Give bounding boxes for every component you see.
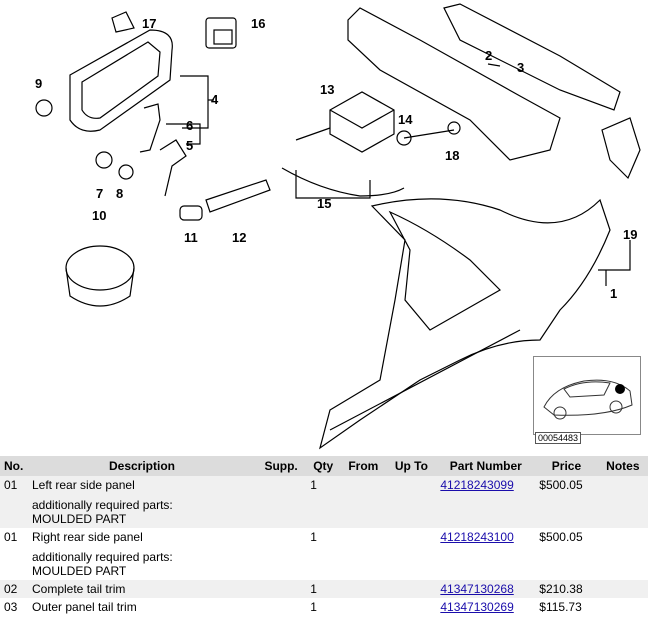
callout-10: 10 <box>92 208 107 223</box>
row-price: $210.38 <box>535 580 598 598</box>
row-supp <box>256 598 307 616</box>
row-qty: 1 <box>306 476 341 528</box>
callout-1: 1 <box>610 286 618 301</box>
row-from <box>340 580 387 598</box>
row-price: $500.05 <box>535 528 598 580</box>
row-price: $500.05 <box>535 476 598 528</box>
row-no: 03 <box>0 598 28 616</box>
row-part-number: 41218243099 <box>436 476 536 528</box>
header-qty: Qty <box>306 456 341 476</box>
row-supp <box>256 580 307 598</box>
row-price: $115.73 <box>535 598 598 616</box>
parts-diagram: 17 16 9 4 2 3 13 14 6 5 18 7 8 10 15 11 … <box>35 3 641 450</box>
table-row: 02 Complete tail trim 1 41347130268 $210… <box>0 580 648 598</box>
row-from <box>340 528 387 580</box>
callout-2: 2 <box>485 48 493 63</box>
callout-9: 9 <box>35 76 43 91</box>
part-number-link[interactable]: 41347130268 <box>440 582 514 596</box>
part-number-link[interactable]: 41347130269 <box>440 600 514 614</box>
callout-5: 5 <box>186 138 194 153</box>
row-qty: 1 <box>306 598 341 616</box>
callout-11: 11 <box>184 230 198 245</box>
row-no: 01 <box>0 528 28 580</box>
row-notes <box>597 598 648 616</box>
part-number-link[interactable]: 41218243100 <box>440 530 514 544</box>
header-price: Price <box>535 456 598 476</box>
row-up-to <box>386 598 437 616</box>
exploded-view-drawing <box>35 3 641 450</box>
row-qty: 1 <box>306 580 341 598</box>
callout-4: 4 <box>211 92 219 107</box>
description-text: Right rear side panel <box>32 530 143 544</box>
callout-8: 8 <box>116 186 124 201</box>
row-no: 01 <box>0 476 28 528</box>
row-from <box>340 598 387 616</box>
header-from: From <box>340 456 387 476</box>
row-notes <box>597 580 648 598</box>
callout-12: 12 <box>232 230 247 245</box>
row-supp <box>256 528 307 580</box>
header-supp: Supp. <box>256 456 307 476</box>
table-header-row: No. Description Supp. Qty From Up To Par… <box>0 456 648 476</box>
row-part-number: 41218243100 <box>436 528 536 580</box>
row-description: Complete tail trim <box>28 580 256 598</box>
row-description: Outer panel tail trim <box>28 598 256 616</box>
row-part-number: 41347130269 <box>436 598 536 616</box>
part-number-link[interactable]: 41218243099 <box>440 478 514 492</box>
header-no: No. <box>0 456 28 476</box>
header-notes: Notes <box>597 456 648 476</box>
row-notes <box>597 476 648 528</box>
header-description: Description <box>28 456 256 476</box>
description-text: Left rear side panel <box>32 478 135 492</box>
row-description: Right rear side panel additionally requi… <box>28 528 256 580</box>
callout-13: 13 <box>320 82 335 97</box>
table-row: 01 Left rear side panel additionally req… <box>0 476 648 528</box>
additional-parts-label: additionally required parts: <box>32 498 173 512</box>
callout-15: 15 <box>317 196 332 211</box>
additional-parts-value: MOULDED PART <box>32 564 127 578</box>
callout-6: 6 <box>186 118 194 133</box>
table-row: 03 Outer panel tail trim 1 41347130269 $… <box>0 598 648 616</box>
callout-7: 7 <box>96 186 104 201</box>
row-qty: 1 <box>306 528 341 580</box>
additional-parts-label: additionally required parts: <box>32 550 173 564</box>
callout-17: 17 <box>142 16 157 31</box>
additional-parts-value: MOULDED PART <box>32 512 127 526</box>
table-row: 01 Right rear side panel additionally re… <box>0 528 648 580</box>
row-up-to <box>386 528 437 580</box>
header-up-to: Up To <box>386 456 437 476</box>
header-part-number: Part Number <box>436 456 536 476</box>
row-no: 02 <box>0 580 28 598</box>
callout-19: 19 <box>623 227 638 242</box>
callout-3: 3 <box>517 60 525 75</box>
callout-16: 16 <box>251 16 266 31</box>
row-notes <box>597 528 648 580</box>
row-part-number: 41347130268 <box>436 580 536 598</box>
vehicle-thumbnail <box>533 356 641 435</box>
diagram-id-label: 00054483 <box>535 432 582 444</box>
parts-table: No. Description Supp. Qty From Up To Par… <box>0 456 648 616</box>
row-up-to <box>386 580 437 598</box>
callout-14: 14 <box>398 112 413 127</box>
callout-18: 18 <box>445 148 460 163</box>
row-up-to <box>386 476 437 528</box>
row-from <box>340 476 387 528</box>
row-supp <box>256 476 307 528</box>
row-description: Left rear side panel additionally requir… <box>28 476 256 528</box>
